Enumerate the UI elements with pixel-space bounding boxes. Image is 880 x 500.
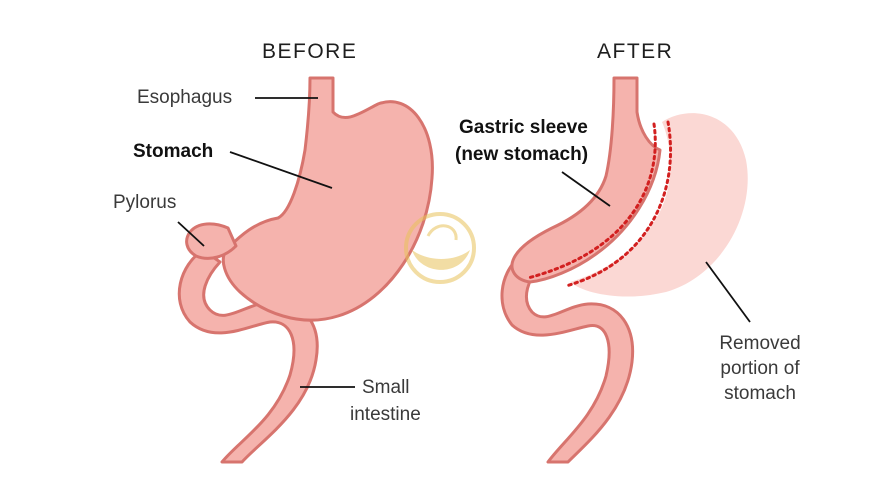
cut-line-outer bbox=[564, 120, 673, 288]
label-pylorus: Pylorus bbox=[113, 192, 177, 213]
after-small-intestine bbox=[500, 256, 635, 464]
leader-lines bbox=[177, 97, 751, 388]
leader-sleeve bbox=[561, 171, 611, 207]
watermark-logo bbox=[404, 212, 476, 284]
label-removed-line1: Removed bbox=[719, 333, 801, 354]
leader-stomach bbox=[229, 151, 333, 189]
leader-removed bbox=[705, 261, 751, 323]
pylorus bbox=[185, 222, 238, 260]
after-stomach bbox=[500, 76, 748, 464]
removed-portion-shape bbox=[570, 113, 748, 297]
label-gastric-sleeve-line1: Gastric sleeve bbox=[459, 117, 588, 138]
cut-line-inner bbox=[526, 122, 657, 280]
label-esophagus: Esophagus bbox=[137, 87, 233, 108]
label-removed-line3: stomach bbox=[724, 383, 796, 404]
stomach-body bbox=[221, 76, 434, 322]
after-heading: AFTER bbox=[597, 40, 674, 63]
label-removed-line2: portion of bbox=[720, 358, 800, 379]
label-stomach: Stomach bbox=[133, 141, 214, 162]
before-stomach bbox=[177, 76, 434, 464]
label-small-intestine-line2: intestine bbox=[350, 404, 421, 425]
label-small-intestine-line1: Small bbox=[362, 377, 410, 398]
gastric-sleeve-body bbox=[510, 76, 662, 284]
leader-pylorus bbox=[177, 221, 205, 247]
before-heading: BEFORE bbox=[262, 40, 358, 63]
label-gastric-sleeve-line2: (new stomach) bbox=[455, 144, 589, 165]
